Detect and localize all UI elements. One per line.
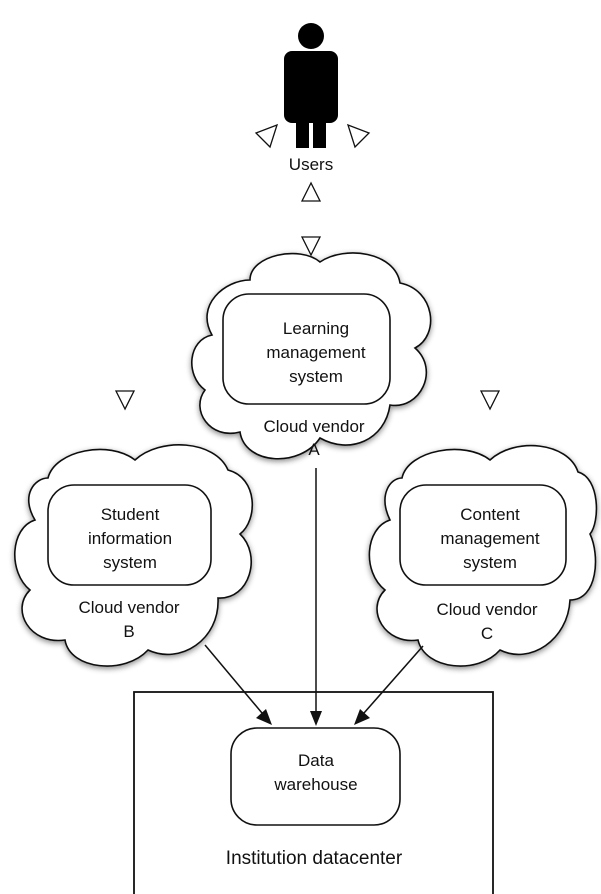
arrow-users-cloud-a [300,181,322,257]
arrow-cloud-a-warehouse [310,468,322,726]
cloud-vendor-a: Learning management system Cloud vendor … [191,252,432,460]
users-label: Users [289,155,333,174]
lms-label-1: Learning [283,319,349,338]
lms-box [222,293,391,405]
cloud-c-vendor-label: Cloud vendor [436,600,537,619]
sis-label-2: information [88,529,172,548]
sis-label-3: system [103,553,157,572]
cloud-a-vendor-letter: A [308,440,320,459]
cloud-a-vendor-label: Cloud vendor [263,417,364,436]
arrow-users-cloud-b [114,123,279,411]
datacenter-label: Institution datacenter [226,848,403,869]
cms-label-1: Content [460,505,520,524]
cloud-vendor-c: Content management system Cloud vendor C [368,444,598,667]
arrow-users-cloud-c [346,123,501,411]
data-warehouse-box [230,727,401,826]
cms-label-2: management [440,529,540,548]
lms-label-2: management [266,343,366,362]
cms-box [399,484,567,586]
arrow-cloud-b-warehouse [204,644,272,725]
data-warehouse-label-2: warehouse [273,775,357,794]
cloud-b-vendor-label: Cloud vendor [78,598,179,617]
cloud-c-vendor-letter: C [481,624,493,643]
sis-label-1: Student [101,505,160,524]
cloud-b-vendor-letter: B [123,622,134,641]
sis-box [47,484,212,586]
institution-datacenter: Data warehouse Institution datacenter [133,691,494,894]
cloud-vendor-b: Student information system Cloud vendor … [14,444,253,667]
arrow-cloud-c-warehouse [354,645,424,725]
user-icon [284,23,338,148]
data-warehouse-label-1: Data [298,751,334,770]
cms-label-3: system [463,553,517,572]
lms-label-3: system [289,367,343,386]
